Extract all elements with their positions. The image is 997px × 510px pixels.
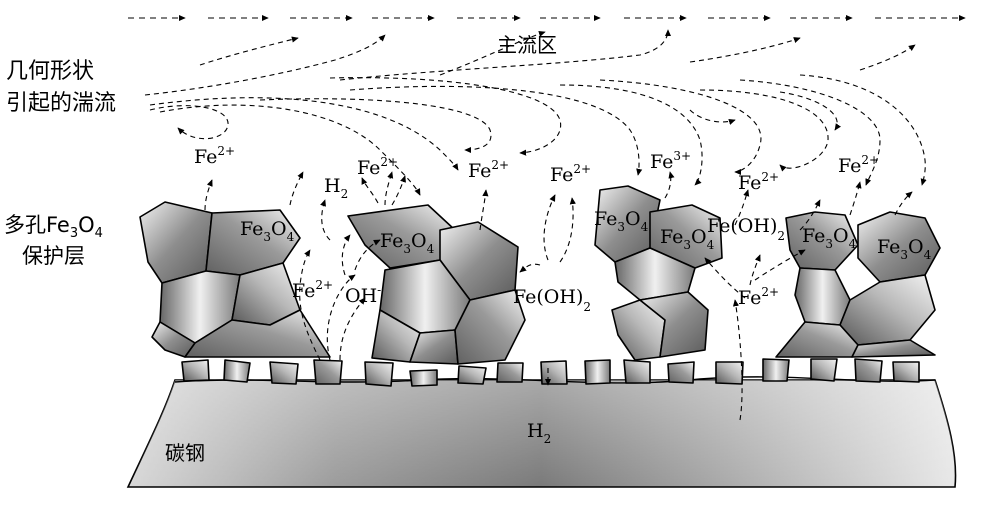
porous-layer-label: 多孔Fe3O4 保护层 — [4, 213, 103, 268]
h2-label: H2 — [527, 420, 551, 446]
fe-oh2-label: Fe(OH)2 — [513, 286, 591, 314]
fe2-ion-label: Fe2+ — [738, 170, 779, 194]
fe2-ion-label: Fe2+ — [292, 278, 333, 302]
fe2-ion-label: Fe2+ — [357, 155, 398, 179]
fe3o4-cluster-1 — [139, 201, 331, 358]
ion-diffusion-arrows — [204, 171, 913, 421]
fe3o4-label: Fe3O4 — [594, 208, 649, 234]
carbon-steel-label: 碳钢 — [165, 441, 205, 465]
fe3o4-cluster-3 — [594, 185, 723, 361]
porous-layer-label-line2: 保护层 — [22, 244, 85, 268]
fe3o4-labels: Fe3O4 Fe3O4 Fe3O4 Fe3O4 Fe3O4 Fe3O4 — [240, 208, 932, 262]
h2-label: H2 — [324, 175, 348, 201]
fe2-ion-label: Fe2+ — [838, 153, 879, 177]
turbulence-label-line2: 引起的湍流 — [6, 91, 116, 116]
fe3o4-label: Fe3O4 — [240, 218, 295, 244]
fe-oh2-label: Fe(OH)2 — [707, 215, 785, 243]
porous-layer-label-line1: 多孔Fe3O4 — [4, 213, 103, 241]
fe2-ion-label: Fe2+ — [468, 158, 509, 182]
main-flow-label: 主流区 — [497, 33, 557, 57]
fe3-ion-label: Fe3+ — [650, 149, 691, 173]
fe2-ion-label: Fe2+ — [550, 162, 591, 186]
fe2-ion-labels: Fe2+ Fe2+ Fe2+ Fe2+ Fe2+ Fe2+ Fe2+ Fe2+ — [194, 144, 879, 309]
fe3o4-label: Fe3O4 — [380, 230, 435, 256]
turbulence-label-line1: 几何形状 — [6, 59, 94, 84]
fe3o4-cluster-4 — [775, 211, 941, 358]
fe3o4-label: Fe3O4 — [877, 236, 932, 262]
fe3o4-label: Fe3O4 — [660, 226, 715, 252]
fe3o4-label: Fe3O4 — [802, 225, 857, 251]
surface-deposits — [181, 358, 920, 387]
fe3o4-cluster-2 — [347, 204, 526, 365]
turbulence-curves — [144, 29, 927, 196]
oh-minus-label: OH- — [345, 283, 381, 307]
fe2-ion-label: Fe2+ — [194, 144, 235, 168]
turbulence-label: 几何形状 引起的湍流 — [6, 59, 116, 116]
fe2-ion-label: Fe2+ — [738, 285, 779, 309]
